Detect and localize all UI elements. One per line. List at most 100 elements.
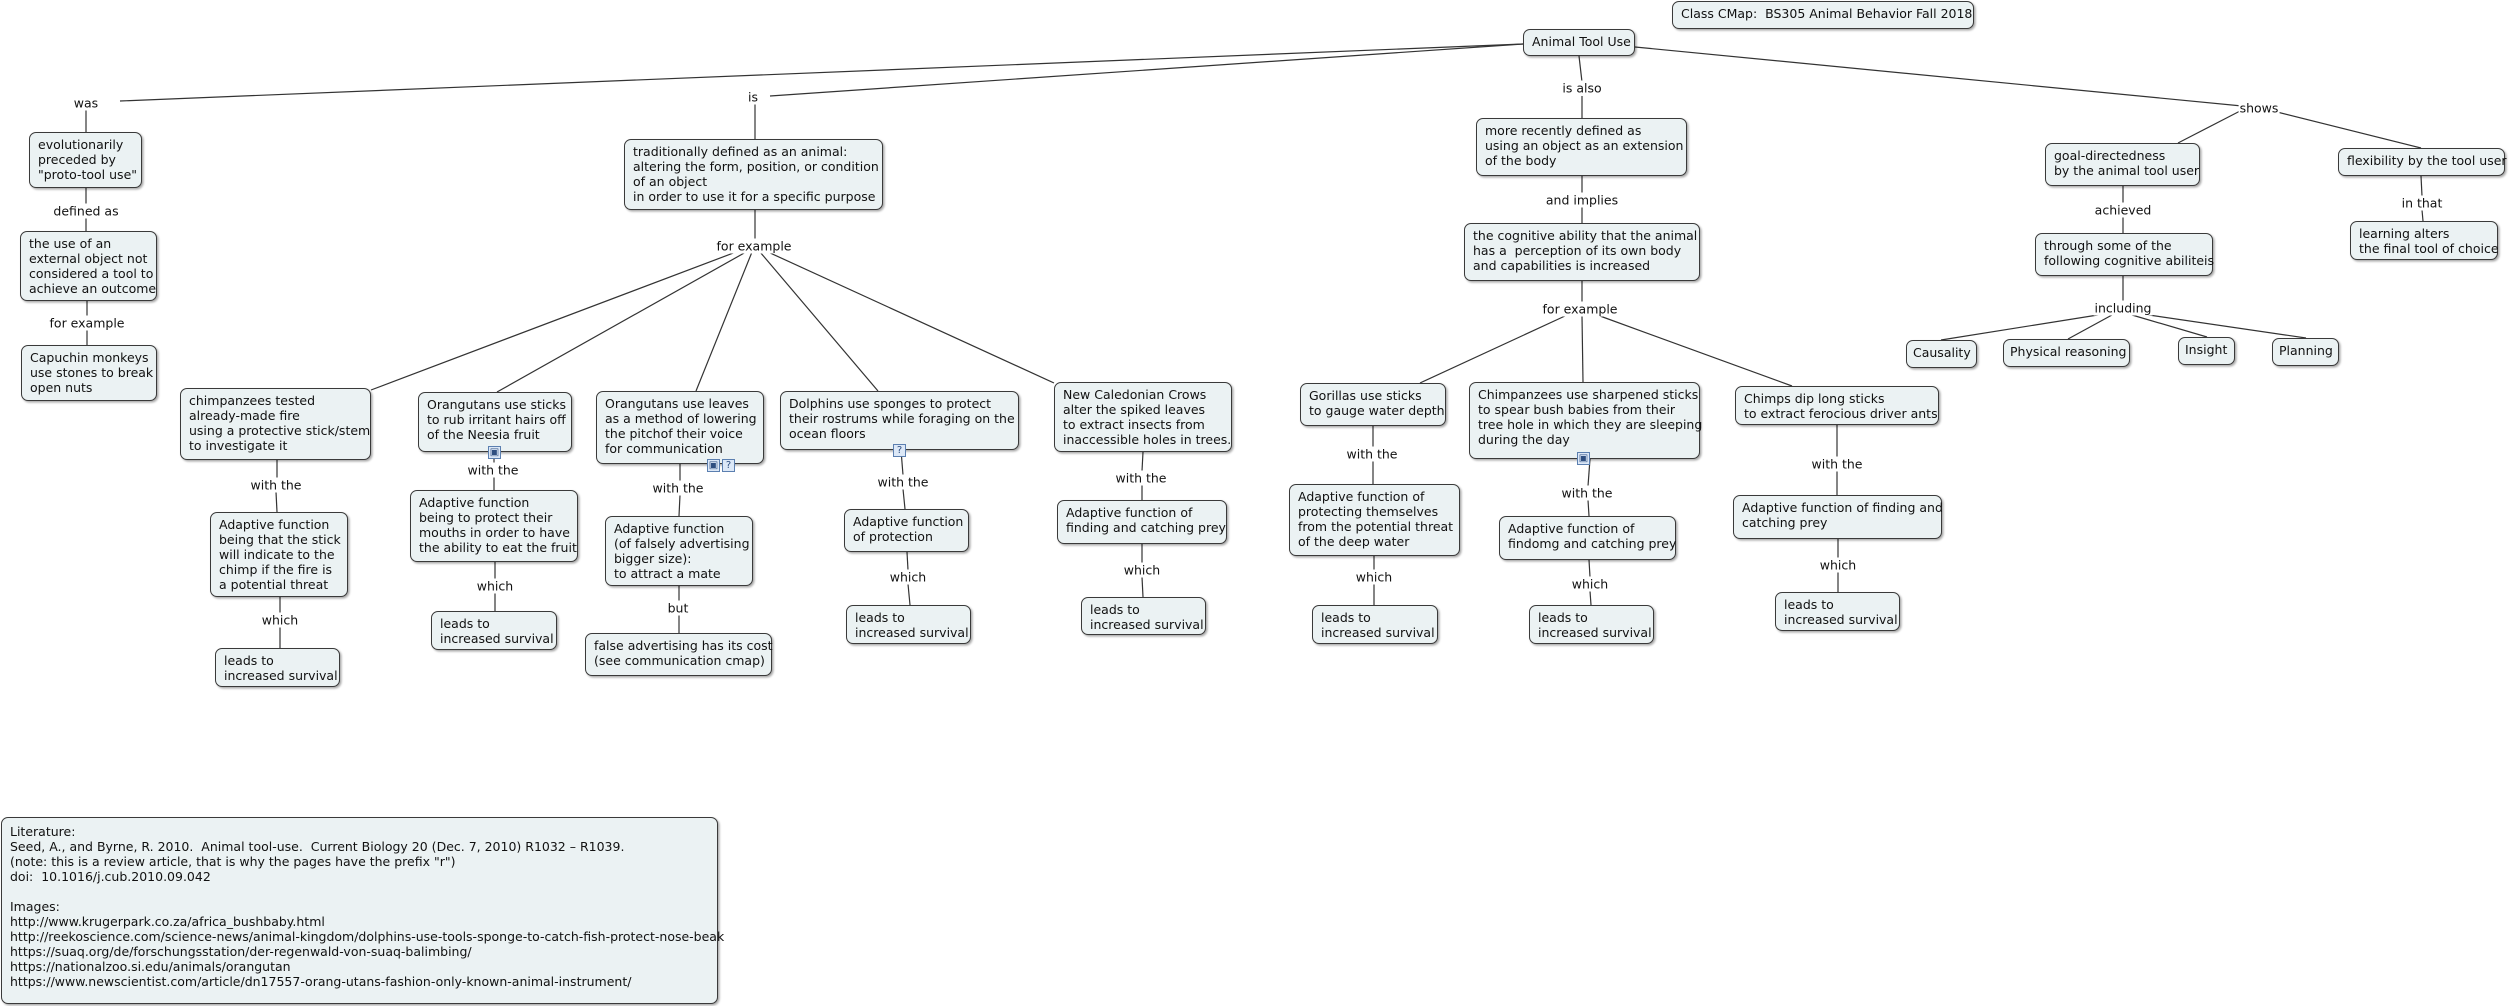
- orangutan-hairs-concept[interactable]: Orangutans use sticks to rub irritant ha…: [418, 392, 572, 452]
- crows-function-concept[interactable]: Adaptive function of finding and catchin…: [1057, 500, 1227, 544]
- link-line: [2131, 314, 2208, 338]
- goal-directedness-concept[interactable]: goal-directedness by the animal tool use…: [2045, 143, 2200, 186]
- link-phrase-which: which: [475, 578, 515, 594]
- cmap-title: Class CMap: BS305 Animal Behavior Fall 2…: [1672, 1, 1974, 29]
- image-resource-icon[interactable]: ▣: [488, 446, 501, 459]
- link-line: [678, 494, 681, 517]
- dolphins-function-concept[interactable]: Adaptive function of protection: [844, 509, 969, 552]
- link-line: [759, 251, 879, 392]
- link-line: [695, 251, 753, 392]
- link-line: [1634, 46, 2243, 107]
- link-line: [1589, 590, 1592, 606]
- physical-reasoning-concept[interactable]: Physical reasoning: [2003, 339, 2130, 367]
- orangutan-hairs-function-concept[interactable]: Adaptive function being to protect their…: [410, 490, 578, 562]
- cognitive-abilities-concept[interactable]: through some of the following cognitive …: [2035, 233, 2214, 276]
- link-line: [2067, 314, 2113, 340]
- link-line: [1578, 55, 1583, 83]
- link-line: [1940, 313, 2105, 341]
- link-phrase-is: is: [747, 89, 759, 105]
- root-concept[interactable]: Animal Tool Use: [1523, 29, 1635, 56]
- dolphins-concept[interactable]: Dolphins use sponges to protect their ro…: [780, 391, 1019, 450]
- orangutan-leaves-function-concept[interactable]: Adaptive function (of falsely advertisin…: [605, 516, 753, 586]
- link-phrase-with-the: with the: [249, 477, 303, 493]
- web-resource-icon[interactable]: ?: [722, 459, 735, 472]
- dolphins-survival-concept[interactable]: leads to increased survival: [846, 605, 971, 644]
- image-resource-icon[interactable]: ▣: [1577, 452, 1590, 465]
- chimp-spear-survival-concept[interactable]: leads to increased survival: [1529, 605, 1654, 644]
- chimp-fire-concept[interactable]: chimpanzees tested already-made fire usi…: [180, 388, 371, 460]
- learning-concept[interactable]: learning alters the final tool of choice: [2350, 221, 2499, 260]
- link-phrase-but: but: [666, 600, 690, 616]
- link-line: [2420, 175, 2423, 197]
- chimp-spear-function-concept[interactable]: Adaptive function of findomg and catchin…: [1499, 516, 1676, 560]
- link-phrase-which: which: [260, 612, 300, 628]
- web-resource-icon[interactable]: ?: [893, 444, 906, 457]
- link-line: [2421, 209, 2424, 222]
- gorillas-survival-concept[interactable]: leads to increased survival: [1312, 605, 1438, 644]
- chimp-ants-concept[interactable]: Chimps dip long sticks to extract feroci…: [1735, 386, 1939, 425]
- link-phrase-including: including: [2093, 300, 2153, 316]
- link-phrase-and-implies: and implies: [1544, 192, 1620, 208]
- capuchin-concept[interactable]: Capuchin monkeys use stones to break ope…: [21, 345, 157, 401]
- link-phrase-in-that: in that: [2400, 195, 2444, 211]
- link-line: [370, 251, 737, 391]
- link-line: [275, 491, 278, 513]
- link-phrase-shows: shows: [2238, 100, 2280, 116]
- proto-tool-use-concept[interactable]: evolutionarily preceded by "proto-tool u…: [29, 132, 142, 188]
- link-line: [1141, 451, 1144, 472]
- gorillas-function-concept[interactable]: Adaptive function of protecting themselv…: [1289, 484, 1460, 556]
- false-advertising-concept[interactable]: false advertising has its cost (see comm…: [585, 633, 773, 676]
- crows-survival-concept[interactable]: leads to increased survival: [1081, 597, 1206, 635]
- link-line: [907, 583, 911, 606]
- link-line: [1587, 499, 1590, 517]
- link-line: [2177, 109, 2243, 144]
- link-phrase-was: was: [72, 95, 100, 111]
- link-phrase-for-example-left: for example: [48, 315, 126, 331]
- link-line: [906, 551, 909, 571]
- link-phrase-with-the: with the: [1810, 456, 1864, 472]
- chimp-spear-concept[interactable]: Chimpanzees use sharpened sticks to spea…: [1469, 382, 1702, 459]
- link-phrase-which: which: [888, 569, 928, 585]
- link-phrase-for-example-right: for example: [1541, 301, 1619, 317]
- link-phrase-achieved: achieved: [2093, 202, 2153, 218]
- link-line: [1141, 576, 1144, 598]
- cognitive-ability-concept[interactable]: the cognitive ability that the animal ha…: [1464, 223, 1700, 281]
- traditional-definition-concept[interactable]: traditionally defined as an animal: alte…: [624, 139, 883, 210]
- chimp-fire-function-concept[interactable]: Adaptive function being that the stick w…: [210, 512, 348, 597]
- chimp-fire-survival-concept[interactable]: leads to increased survival: [215, 648, 340, 687]
- link-line: [2276, 111, 2422, 149]
- link-line: [496, 251, 747, 393]
- literature-box: Literature: Seed, A., and Byrne, R. 2010…: [1, 817, 724, 1004]
- link-phrase-which: which: [1570, 576, 1610, 592]
- link-line: [767, 251, 1055, 384]
- orangutan-hairs-survival-concept[interactable]: leads to increased survival: [431, 611, 557, 650]
- chimp-ants-survival-concept[interactable]: leads to increased survival: [1775, 592, 1900, 631]
- link-phrase-which: which: [1354, 569, 1394, 585]
- link-phrase-for-example-mid: for example: [715, 238, 793, 254]
- link-phrase-with-the: with the: [1560, 485, 1614, 501]
- link-phrase-with-the: with the: [1114, 470, 1168, 486]
- causality-concept[interactable]: Causality: [1906, 340, 1977, 368]
- link-line: [1581, 315, 1584, 383]
- link-phrase-defined-as: defined as: [52, 203, 120, 219]
- link-line: [902, 488, 906, 510]
- link-phrase-with-the: with the: [1345, 446, 1399, 462]
- link-line: [119, 43, 1524, 102]
- link-phrase-which: which: [1122, 562, 1162, 578]
- image-resource-icon[interactable]: ▣: [707, 459, 720, 472]
- link-line: [1599, 315, 1793, 387]
- link-phrase-with-the: with the: [651, 480, 705, 496]
- link-phrase-is-also: is also: [1561, 80, 1603, 96]
- crows-concept[interactable]: New Caledonian Crows alter the spiked le…: [1054, 382, 1232, 452]
- chimp-ants-function-concept[interactable]: Adaptive function of finding and catchin…: [1733, 495, 1943, 539]
- proto-definition-concept[interactable]: the use of an external object not consid…: [20, 231, 157, 301]
- link-phrase-with-the: with the: [466, 462, 520, 478]
- insight-concept[interactable]: Insight: [2178, 337, 2235, 365]
- flexibility-concept[interactable]: flexibility by the tool user: [2338, 148, 2507, 176]
- planning-concept[interactable]: Planning: [2272, 338, 2339, 366]
- orangutan-leaves-concept[interactable]: Orangutans use leaves as a method of low…: [596, 391, 764, 464]
- gorillas-concept[interactable]: Gorillas use sticks to gauge water depth: [1300, 383, 1446, 426]
- recent-definition-concept[interactable]: more recently defined as using an object…: [1476, 118, 1687, 176]
